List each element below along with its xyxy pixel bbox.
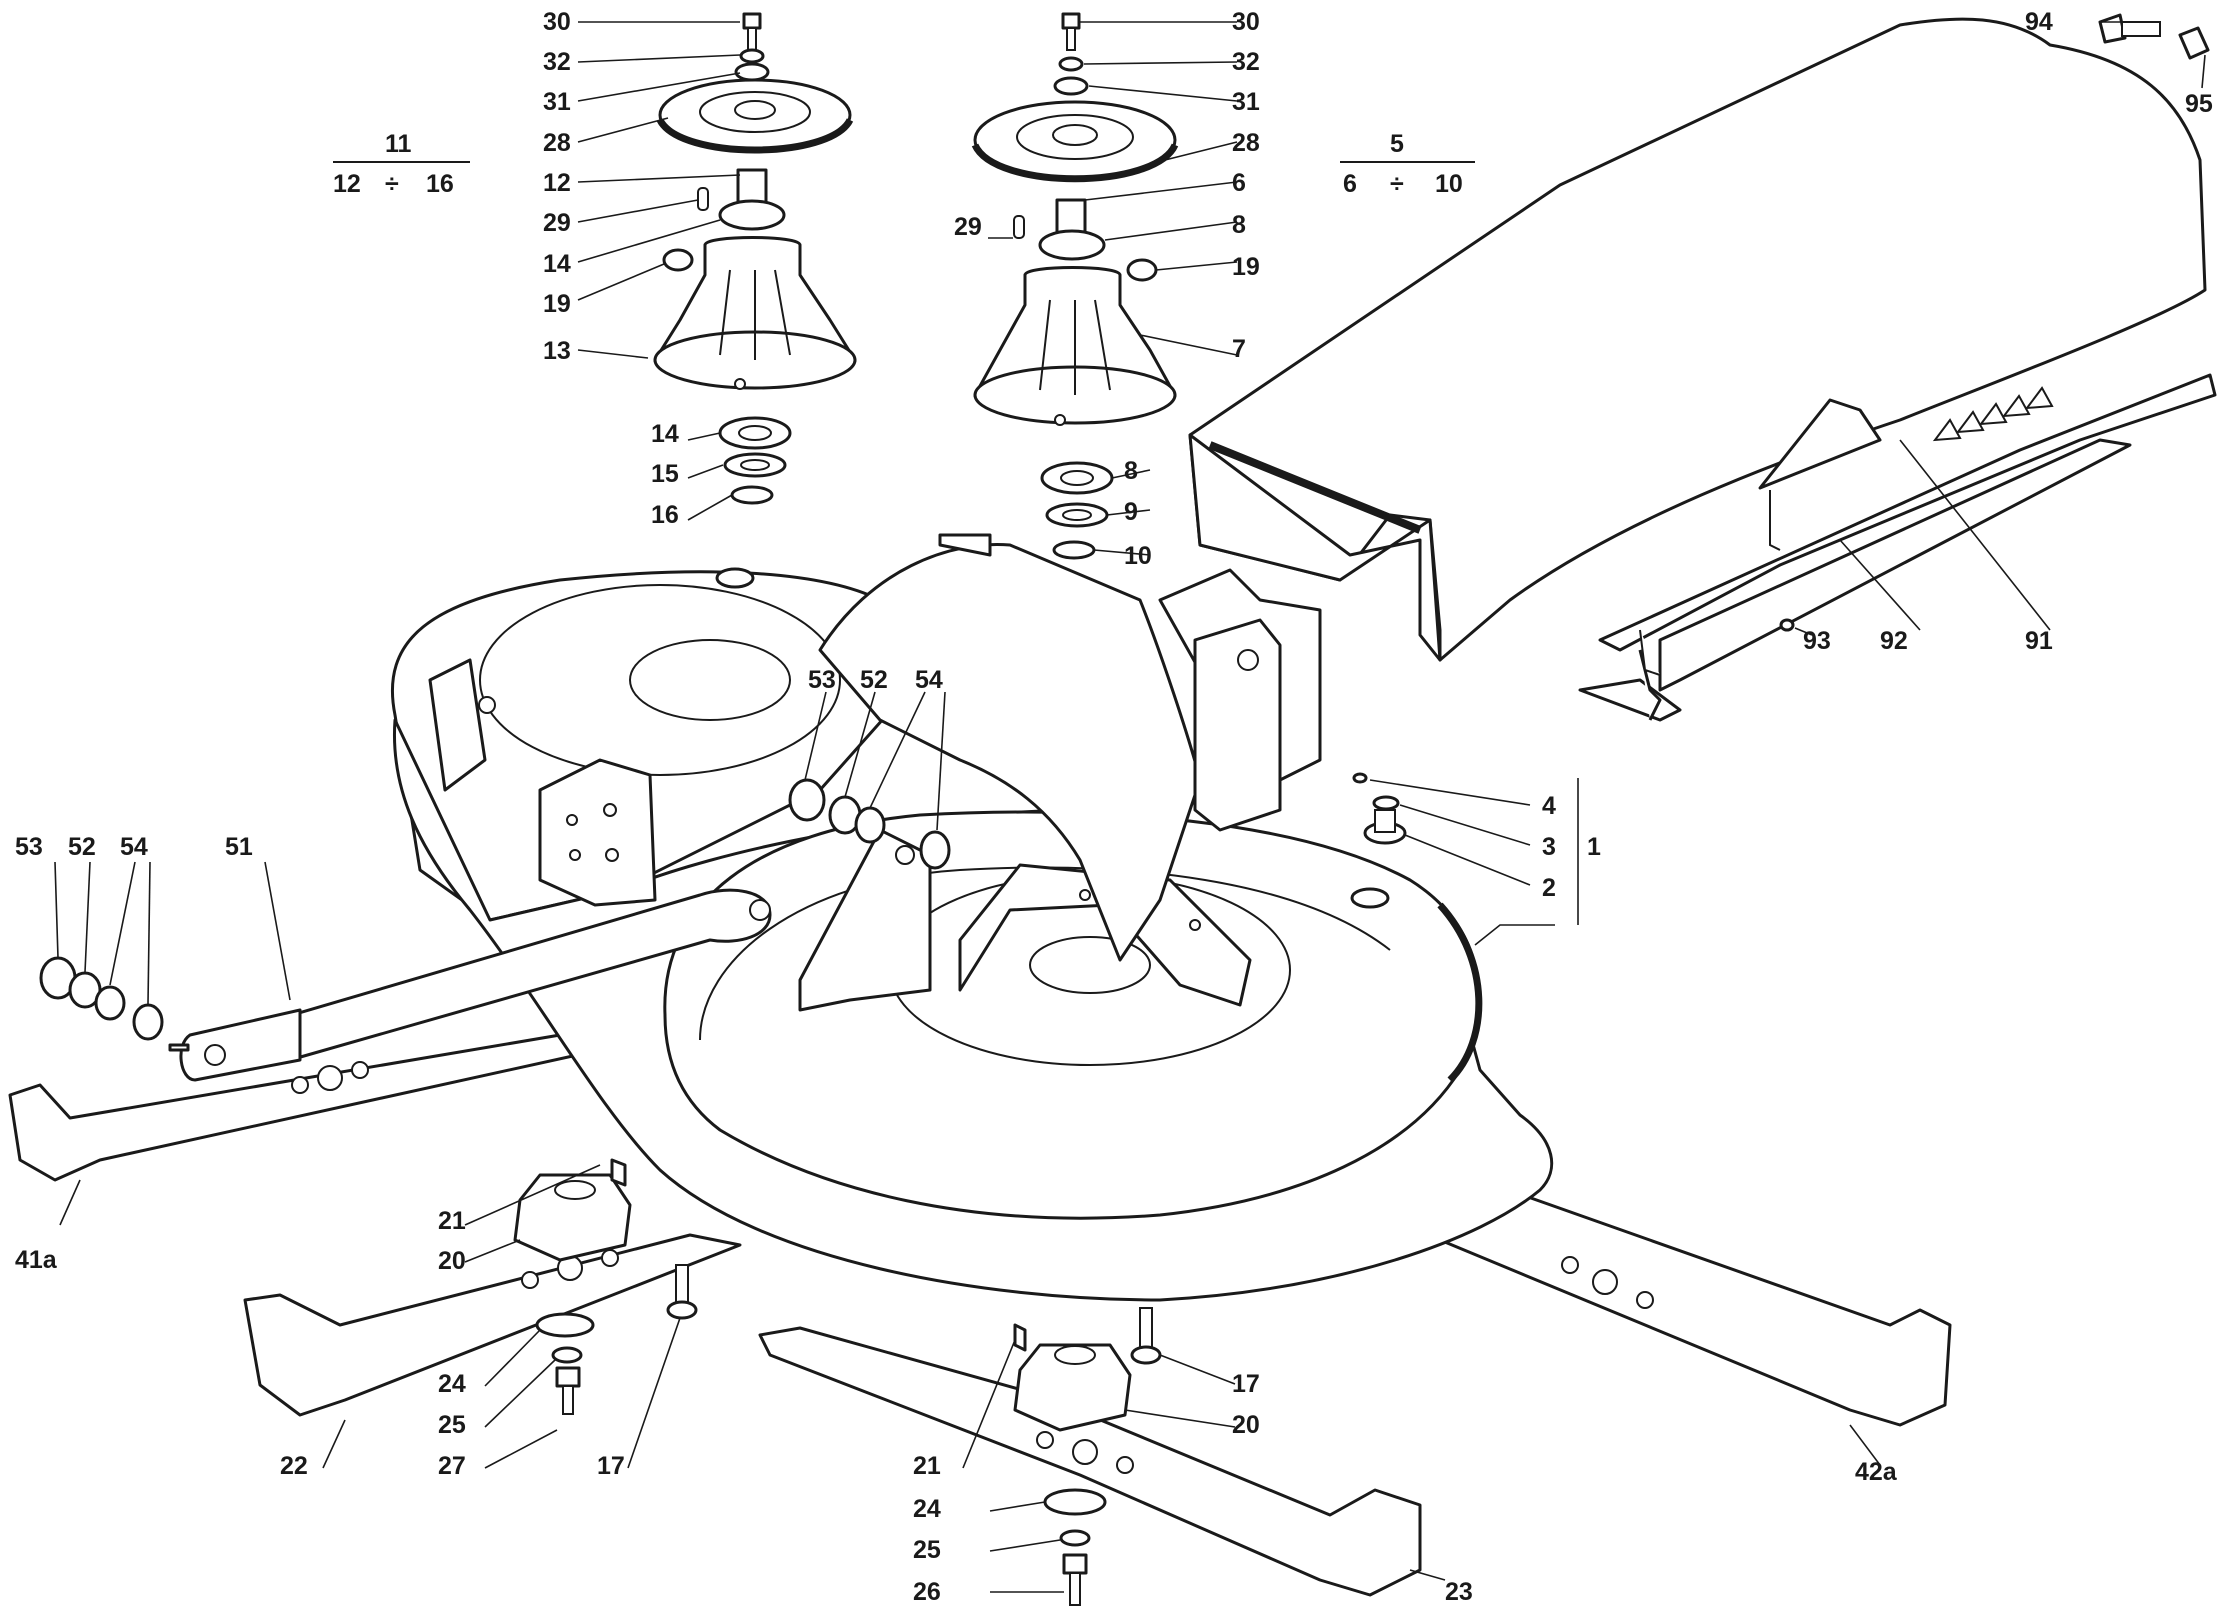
callout-26: 26	[913, 1578, 941, 1606]
callout-28-left: 28	[543, 129, 571, 157]
callout-30-left: 30	[543, 8, 571, 36]
callout-20-right: 20	[1232, 1411, 1260, 1439]
callout-10: 10	[1124, 542, 1152, 570]
callout-42a: 42a	[1855, 1458, 1898, 1486]
callout-91: 91	[2025, 627, 2053, 655]
group-left-from: 12	[333, 170, 361, 198]
callout-13: 13	[543, 337, 571, 365]
callout-21-right: 21	[913, 1452, 941, 1480]
group-label-left: 11 12 ÷ 16	[333, 130, 470, 198]
callout-14-upper: 14	[543, 250, 571, 278]
right-spindle-assembly	[971, 12, 1179, 560]
callout-14-lower: 14	[651, 420, 679, 448]
callout-8-upper: 8	[1232, 211, 1246, 239]
callout-7: 7	[1232, 335, 1246, 363]
link-rod	[168, 888, 772, 1082]
blade-41a	[8, 1033, 602, 1182]
cutter-deck	[390, 567, 1554, 1302]
group-label-right: 5 6 ÷ 10	[1340, 130, 1475, 198]
callout-30-right: 30	[1232, 8, 1260, 36]
callout-93: 93	[1803, 627, 1831, 655]
callout-4: 4	[1542, 792, 1556, 820]
group-left-to: 16	[426, 170, 454, 198]
group-left-divide: ÷	[385, 170, 399, 198]
group-left-top: 11	[385, 130, 412, 158]
callout-41a: 41a	[15, 1246, 58, 1274]
group-right-to: 10	[1435, 170, 1463, 198]
pin-93	[1779, 618, 1795, 632]
callout-24-right: 24	[913, 1495, 941, 1523]
link-hardware-left	[39, 956, 164, 1041]
callout-31-right: 31	[1232, 88, 1260, 116]
callout-16: 16	[651, 501, 679, 529]
group-right-top: 5	[1390, 130, 1404, 158]
callout-25-left: 25	[438, 1411, 466, 1439]
left-spindle-assembly	[653, 12, 857, 505]
callout-6: 6	[1232, 169, 1246, 197]
callout-92: 92	[1880, 627, 1908, 655]
callout-22: 22	[280, 1452, 308, 1480]
discharge-chute	[818, 533, 1322, 962]
callout-31-left: 31	[543, 88, 571, 116]
callout-24-left: 24	[438, 1370, 466, 1398]
callout-29-right: 29	[954, 213, 982, 241]
callout-3: 3	[1542, 833, 1556, 861]
callout-95: 95	[2185, 90, 2213, 118]
parts-2-3-4	[1352, 772, 1407, 845]
callout-19-left: 19	[543, 290, 571, 318]
callout-53-left: 53	[15, 833, 43, 861]
callout-15: 15	[651, 460, 679, 488]
callout-8-lower: 8	[1124, 457, 1138, 485]
callout-53-right: 53	[808, 666, 836, 694]
callout-54-left: 54	[120, 833, 148, 861]
callout-2: 2	[1542, 874, 1556, 902]
callout-52-left: 52	[68, 833, 96, 861]
callout-17-left: 17	[597, 1452, 625, 1480]
callout-25-right: 25	[913, 1536, 941, 1564]
callout-29-left: 29	[543, 209, 571, 237]
leader-lines	[54, 21, 2206, 1593]
callout-labels: 30 32 31 28 12 29 14 19 13 14 15 16 30 3…	[15, 8, 2213, 1606]
blade-42a	[1438, 1178, 1952, 1427]
callout-28-right: 28	[1232, 129, 1260, 157]
callout-1: 1	[1587, 833, 1601, 861]
callout-9: 9	[1124, 498, 1138, 526]
blade-23	[758, 1326, 1422, 1597]
group-right-divide: ÷	[1390, 170, 1404, 198]
callout-94: 94	[2025, 8, 2053, 36]
callout-12: 12	[543, 169, 571, 197]
callout-19-right: 19	[1232, 253, 1260, 281]
callout-51: 51	[225, 833, 253, 861]
callout-23: 23	[1445, 1578, 1473, 1606]
side-discharge-cover	[1188, 17, 2217, 722]
callout-32-right: 32	[1232, 48, 1260, 76]
blade-22	[243, 1233, 742, 1417]
blade-hub-20-left	[513, 1158, 698, 1415]
callout-32-left: 32	[543, 48, 571, 76]
callout-21-left: 21	[438, 1207, 466, 1235]
callout-17-right: 17	[1232, 1370, 1260, 1398]
group-right-from: 6	[1343, 170, 1357, 198]
callout-54-right: 54	[915, 666, 943, 694]
callout-20-left: 20	[438, 1247, 466, 1275]
callout-52-right: 52	[860, 666, 888, 694]
callout-27: 27	[438, 1452, 466, 1480]
